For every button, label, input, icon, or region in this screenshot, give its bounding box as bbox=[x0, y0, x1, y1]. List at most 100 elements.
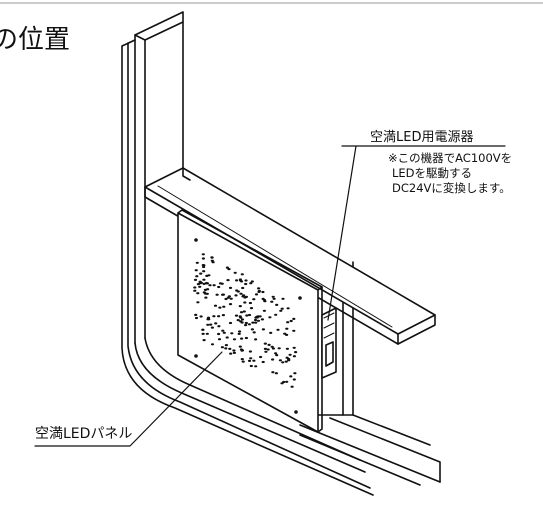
led-dot bbox=[249, 357, 253, 360]
led-dot bbox=[289, 375, 293, 378]
led-dot bbox=[193, 289, 197, 292]
led-dot bbox=[198, 280, 202, 283]
led-dot bbox=[202, 291, 206, 294]
led-dot bbox=[251, 321, 255, 324]
led-dot bbox=[194, 269, 198, 272]
led-dot bbox=[233, 271, 237, 274]
led-dot bbox=[261, 328, 265, 331]
led-dot bbox=[269, 331, 273, 334]
led-dot bbox=[221, 329, 225, 332]
led-dot bbox=[284, 360, 288, 363]
led-dot bbox=[237, 332, 241, 335]
led-dot bbox=[217, 338, 222, 341]
led-dot bbox=[292, 378, 296, 381]
led-dot bbox=[206, 316, 211, 319]
led-dot bbox=[224, 347, 228, 350]
led-dot bbox=[283, 332, 287, 335]
led-dot bbox=[247, 359, 252, 362]
led-dot bbox=[199, 272, 203, 275]
led-dot bbox=[240, 358, 244, 361]
led-dot bbox=[228, 303, 233, 306]
led-dot bbox=[244, 282, 248, 286]
led-dot bbox=[213, 304, 218, 307]
led-dot bbox=[279, 309, 283, 312]
led-dot bbox=[244, 279, 248, 282]
led-dot bbox=[202, 339, 206, 342]
led-dot bbox=[229, 352, 233, 355]
led-dot bbox=[285, 327, 289, 330]
led-dot bbox=[194, 313, 198, 316]
led-dot bbox=[257, 290, 261, 293]
led-dot bbox=[232, 351, 236, 354]
led-dot bbox=[221, 293, 225, 296]
led-dot bbox=[281, 361, 285, 364]
led-dot bbox=[228, 286, 233, 289]
led-dot bbox=[240, 337, 244, 340]
led-dot bbox=[241, 360, 245, 363]
led-dot bbox=[254, 365, 258, 368]
led-dot bbox=[280, 307, 284, 310]
power-supply-leader bbox=[327, 145, 506, 321]
led-dot bbox=[288, 353, 292, 356]
led-dot bbox=[227, 268, 231, 271]
led-dot bbox=[271, 371, 275, 374]
led-dot bbox=[285, 380, 289, 383]
led-dot bbox=[270, 345, 274, 348]
led-dot bbox=[228, 347, 232, 350]
led-dot bbox=[202, 265, 206, 269]
led-dot bbox=[270, 300, 274, 303]
led-dot bbox=[232, 349, 236, 352]
led-dot bbox=[230, 332, 234, 335]
led-dot bbox=[210, 259, 214, 262]
power-supply-note-line: ※この機器でAC100Vを bbox=[388, 151, 513, 165]
led-dot bbox=[243, 301, 247, 304]
led-dot bbox=[234, 294, 238, 297]
led-dot bbox=[249, 307, 254, 310]
led-dot bbox=[292, 317, 296, 320]
led-dot bbox=[217, 332, 221, 336]
led-dot bbox=[212, 315, 216, 318]
led-dot bbox=[221, 314, 225, 317]
led-dot bbox=[206, 323, 210, 326]
led-dot bbox=[218, 282, 223, 285]
led-dot bbox=[263, 342, 267, 345]
led-dot bbox=[260, 318, 264, 321]
led-dot bbox=[292, 346, 296, 349]
led-dot bbox=[226, 279, 230, 282]
led-dot bbox=[238, 345, 242, 348]
led-dot bbox=[250, 328, 254, 331]
led-dot bbox=[196, 292, 200, 295]
led-dot bbox=[261, 297, 265, 300]
led-dot bbox=[210, 343, 215, 346]
led-dot bbox=[272, 297, 276, 300]
led-dot bbox=[254, 293, 259, 296]
power-supply-note-line: LEDを駆動する bbox=[392, 166, 473, 180]
led-dot bbox=[232, 338, 237, 341]
led-dot bbox=[261, 360, 265, 364]
led-dot bbox=[276, 328, 280, 331]
led-dot bbox=[217, 315, 221, 318]
led-dot bbox=[212, 284, 216, 287]
led-dot bbox=[236, 290, 240, 293]
led-dot bbox=[238, 305, 242, 308]
led-dot bbox=[215, 293, 219, 296]
led-dot bbox=[247, 313, 252, 317]
led-dot bbox=[240, 349, 245, 352]
led-dot bbox=[287, 359, 291, 362]
power-supply-note-line: DC24Vに変換します。 bbox=[392, 181, 511, 195]
power-supply-unit bbox=[321, 307, 337, 379]
led-dot bbox=[247, 323, 251, 326]
led-dot bbox=[201, 328, 205, 331]
led-dot bbox=[209, 323, 213, 326]
led-dot bbox=[222, 331, 226, 334]
led-dot bbox=[252, 331, 256, 334]
led-dot bbox=[292, 355, 296, 358]
led-dot bbox=[244, 324, 248, 327]
led-dot bbox=[236, 319, 240, 322]
led-dot bbox=[240, 273, 244, 276]
led-dot bbox=[294, 351, 298, 354]
led-dot bbox=[208, 284, 212, 287]
led-dot bbox=[267, 343, 271, 346]
